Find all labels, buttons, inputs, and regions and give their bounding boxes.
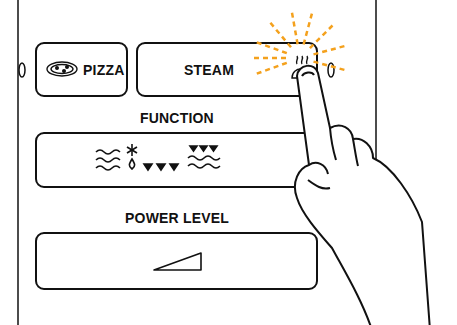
- pizza-button: PIZZA: [35, 42, 128, 97]
- button-label: STEAM: [184, 62, 234, 78]
- indicator-led: [19, 63, 25, 77]
- button-label: FUNCTION: [140, 110, 214, 126]
- power-level-button: POWER LEVEL: [35, 232, 318, 290]
- pressing-hand: [295, 66, 430, 325]
- function-button: FUNCTION: [35, 132, 318, 188]
- panel-edge: [17, 0, 19, 325]
- steam-button: STEAM: [136, 42, 318, 97]
- power-wedge: [154, 253, 201, 270]
- press-rays: [254, 13, 344, 74]
- panel-edge: [375, 0, 377, 325]
- steam-icon: [292, 56, 310, 78]
- indicator-led: [328, 63, 334, 77]
- button-label: POWER LEVEL: [125, 210, 229, 226]
- button-label: PIZZA: [83, 62, 124, 78]
- function-symbols: [96, 144, 220, 170]
- pizza-icon: [47, 62, 77, 76]
